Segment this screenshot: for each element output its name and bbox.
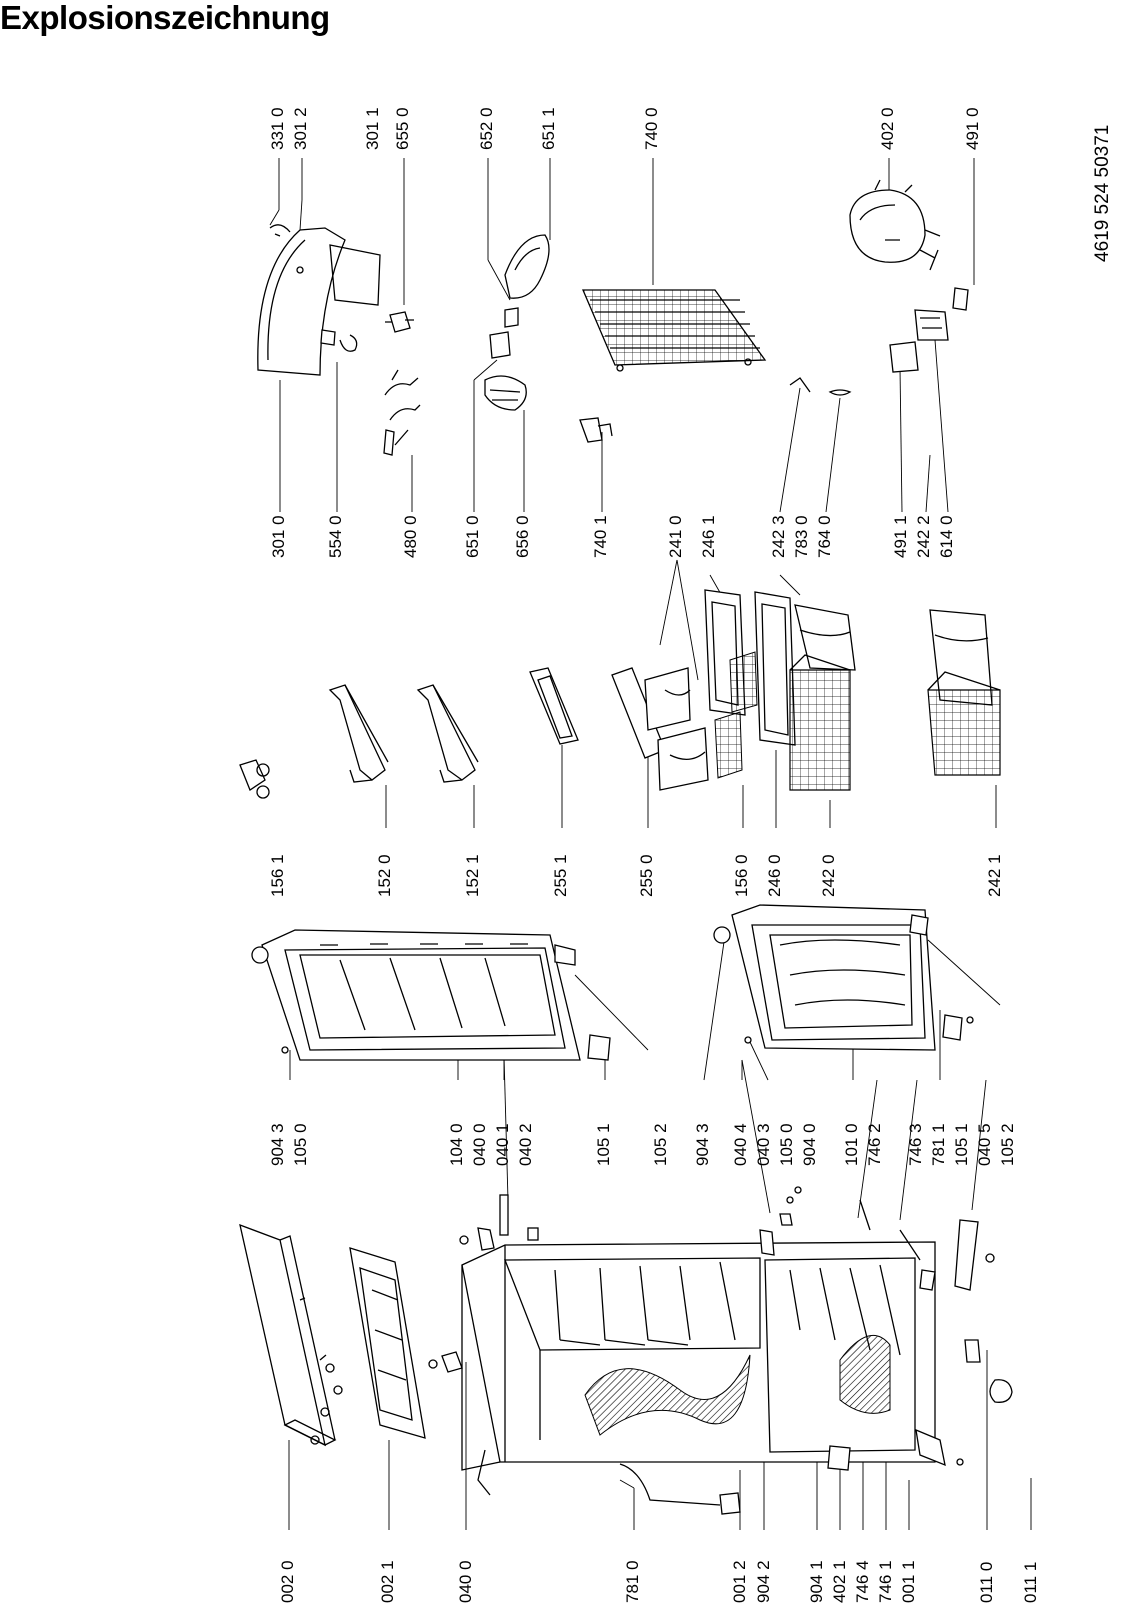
- part-label: 104 0: [447, 1123, 466, 1166]
- part-label: 040 4: [731, 1123, 750, 1166]
- part-label: 904 0: [800, 1123, 819, 1166]
- part-label: 001 2: [730, 1560, 749, 1603]
- part-label: 651 0: [463, 515, 482, 558]
- document-number: 4619 524 50371: [1092, 125, 1113, 262]
- part-label: 904 3: [693, 1123, 712, 1166]
- drier-filter: [789, 377, 852, 396]
- part-label: 246 1: [699, 515, 718, 558]
- bottle-stopper: [239, 759, 270, 799]
- cabinet-group: [239, 1186, 1013, 1515]
- components-group: [257, 179, 969, 456]
- part-label: 105 1: [594, 1123, 613, 1166]
- part-label: 331 0: [268, 107, 287, 150]
- part-label: 656 0: [513, 515, 532, 558]
- part-label: 491 0: [963, 107, 982, 150]
- part-label: 105 2: [998, 1123, 1017, 1166]
- part-label: 040 2: [516, 1123, 535, 1166]
- top-lid: [239, 1223, 337, 1447]
- part-label: 105 1: [952, 1123, 971, 1166]
- drawer-lower: [927, 609, 1001, 776]
- part-label: 402 0: [878, 107, 897, 150]
- part-label: 040 3: [754, 1123, 773, 1166]
- part-label: 746 4: [853, 1560, 872, 1603]
- hinge-parts: [428, 1186, 1013, 1496]
- part-label: 301 1: [363, 107, 382, 150]
- part-label: 246 0: [765, 854, 784, 897]
- part-label: 011 1: [1021, 1562, 1040, 1603]
- part-label: 101 0: [842, 1123, 861, 1166]
- cabinet-body: [461, 1241, 936, 1515]
- ice-tray-set: [611, 667, 709, 791]
- compressor: [849, 179, 941, 263]
- part-label: 040 1: [493, 1123, 512, 1166]
- part-label: 255 1: [551, 854, 570, 897]
- lid-frame: [310, 1247, 426, 1445]
- part-label: 242 0: [819, 854, 838, 897]
- part-label: 242 1: [985, 854, 1004, 897]
- part-label: 614 0: [937, 515, 956, 558]
- door-shelf-upper: [328, 684, 389, 783]
- part-label: 491 1: [891, 515, 910, 558]
- lower-door: [713, 904, 1001, 1051]
- part-label: 480 0: [401, 515, 420, 558]
- part-label: 105 0: [777, 1123, 796, 1166]
- part-label: 402 1: [830, 1560, 849, 1603]
- part-label: 301 0: [269, 515, 288, 558]
- door-shelf-lower: [416, 684, 479, 783]
- page-title: Explosionszeichnung: [0, 0, 330, 36]
- water-drain-fitting: [579, 417, 613, 443]
- part-label: 301 2: [291, 107, 310, 150]
- grid-trays: [714, 651, 758, 779]
- part-label: 904 2: [754, 1560, 773, 1603]
- part-label: 001 1: [899, 1560, 918, 1603]
- part-label: 904 3: [268, 1123, 287, 1166]
- lamp-cover: [484, 234, 550, 411]
- part-label: 152 0: [375, 854, 394, 897]
- part-label: 002 1: [378, 1560, 397, 1603]
- part-label: 241 0: [666, 515, 685, 558]
- part-label: 011 0: [977, 1562, 996, 1603]
- relay-box: [889, 249, 969, 373]
- part-label: 242 2: [914, 515, 933, 558]
- part-label: 156 0: [732, 854, 751, 897]
- glass-shelf: [529, 667, 579, 745]
- drawer-upper: [789, 604, 856, 791]
- part-label: 740 0: [642, 107, 661, 150]
- part-label: 105 2: [651, 1123, 670, 1166]
- part-label: 242 3: [769, 515, 788, 558]
- control-panel: [257, 224, 381, 376]
- thermostat: [385, 311, 414, 333]
- part-label: 156 1: [268, 854, 287, 897]
- part-label: 783 0: [792, 515, 811, 558]
- condenser: [582, 289, 767, 372]
- part-label: 904 1: [807, 1560, 826, 1603]
- part-label: 554 0: [326, 515, 345, 558]
- part-label: 655 0: [393, 107, 412, 150]
- part-label: 781 0: [623, 1560, 642, 1603]
- part-label: 651 1: [539, 107, 558, 150]
- part-label: 255 0: [637, 854, 656, 897]
- interior-group: [239, 589, 1001, 799]
- part-label: 040 0: [470, 1123, 489, 1166]
- part-label: 746 1: [876, 1560, 895, 1603]
- part-label: 740 1: [591, 515, 610, 558]
- part-label: 002 0: [278, 1560, 297, 1603]
- upper-door: [251, 929, 649, 1061]
- part-label: 781 1: [929, 1123, 948, 1166]
- part-label: 652 0: [477, 107, 496, 150]
- part-label: 764 0: [815, 515, 834, 558]
- wiring-harness: [383, 369, 421, 456]
- part-label: 105 0: [291, 1123, 310, 1166]
- part-label: 040 0: [456, 1560, 475, 1603]
- doors-group: [251, 904, 1001, 1061]
- part-label: 152 1: [463, 854, 482, 897]
